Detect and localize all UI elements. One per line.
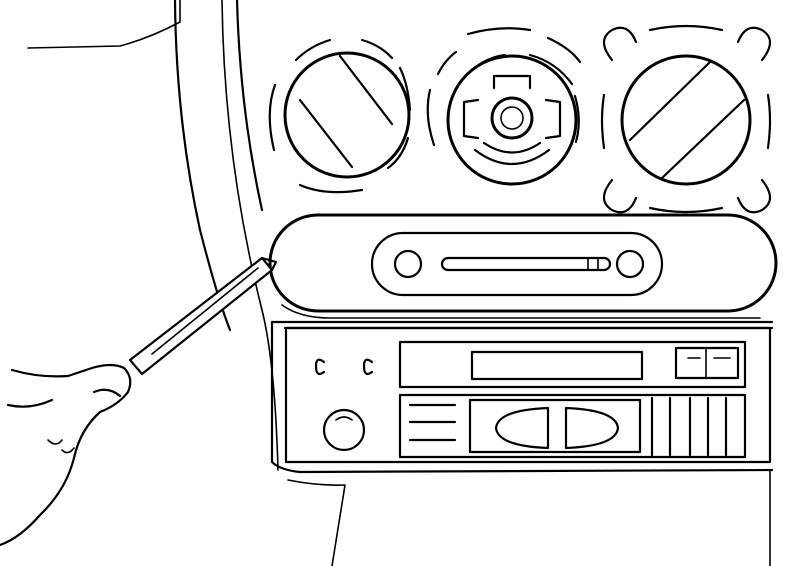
dashboard-outline bbox=[27, 0, 771, 566]
screwdriver-tool bbox=[128, 256, 278, 376]
right-air-vent-dial bbox=[600, 24, 772, 214]
center-fan-dial bbox=[426, 27, 582, 186]
radio-unit bbox=[270, 320, 774, 474]
radio-trim-bezel bbox=[268, 213, 778, 319]
hand bbox=[0, 363, 132, 547]
left-air-vent-dial bbox=[268, 38, 412, 194]
